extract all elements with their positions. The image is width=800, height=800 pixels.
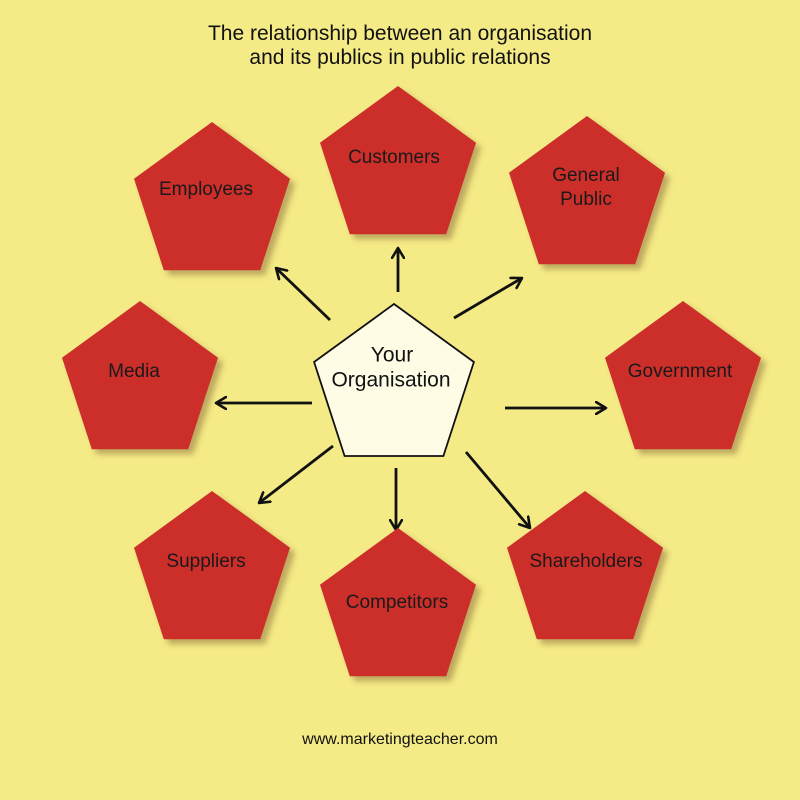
pentagon-media (62, 301, 218, 450)
public-customers: Customers (320, 86, 476, 235)
arrows-group (216, 248, 606, 530)
title-line-2: and its publics in public relations (249, 46, 551, 69)
label-customers: Customers (348, 147, 440, 168)
arrow-to-employees (276, 268, 331, 322)
arrow-to-shareholders (464, 451, 530, 528)
arrow-to-suppliers (259, 444, 334, 503)
label-suppliers: Suppliers (166, 551, 245, 572)
pentagon-employees (134, 122, 290, 271)
public-government: Government (605, 301, 761, 450)
label-shareholders: Shareholders (529, 551, 642, 572)
label-media: Media (108, 361, 160, 382)
label-competitors: Competitors (346, 592, 448, 613)
public-shareholders: Shareholders (507, 491, 663, 640)
arrow-to-general-public (453, 278, 522, 320)
pentagon-competitors (320, 528, 476, 677)
pentagon-shareholders (507, 491, 663, 640)
center-label-line-2: Organisation (331, 369, 450, 392)
label-employees: Employees (159, 179, 253, 200)
center-label-line-1: Your (371, 344, 413, 367)
public-employees: Employees (134, 122, 290, 271)
diagram-title: The relationship between an organisation… (0, 22, 800, 70)
pentagon-government (605, 301, 761, 450)
pentagon-general-public (509, 116, 665, 265)
label-government: Government (628, 361, 733, 382)
title-line-1: The relationship between an organisation (207, 22, 593, 45)
pentagon-suppliers (134, 491, 290, 640)
label-general-public-line-1: General (552, 165, 620, 186)
public-media: Media (62, 301, 218, 450)
public-competitors: Competitors (320, 528, 476, 677)
label-general-public-line-2: Public (560, 189, 612, 210)
pentagon-customers (320, 86, 476, 235)
center-pentagon (313, 302, 475, 457)
footer-url: www.marketingteacher.com (302, 731, 498, 748)
public-suppliers: Suppliers (134, 491, 290, 640)
